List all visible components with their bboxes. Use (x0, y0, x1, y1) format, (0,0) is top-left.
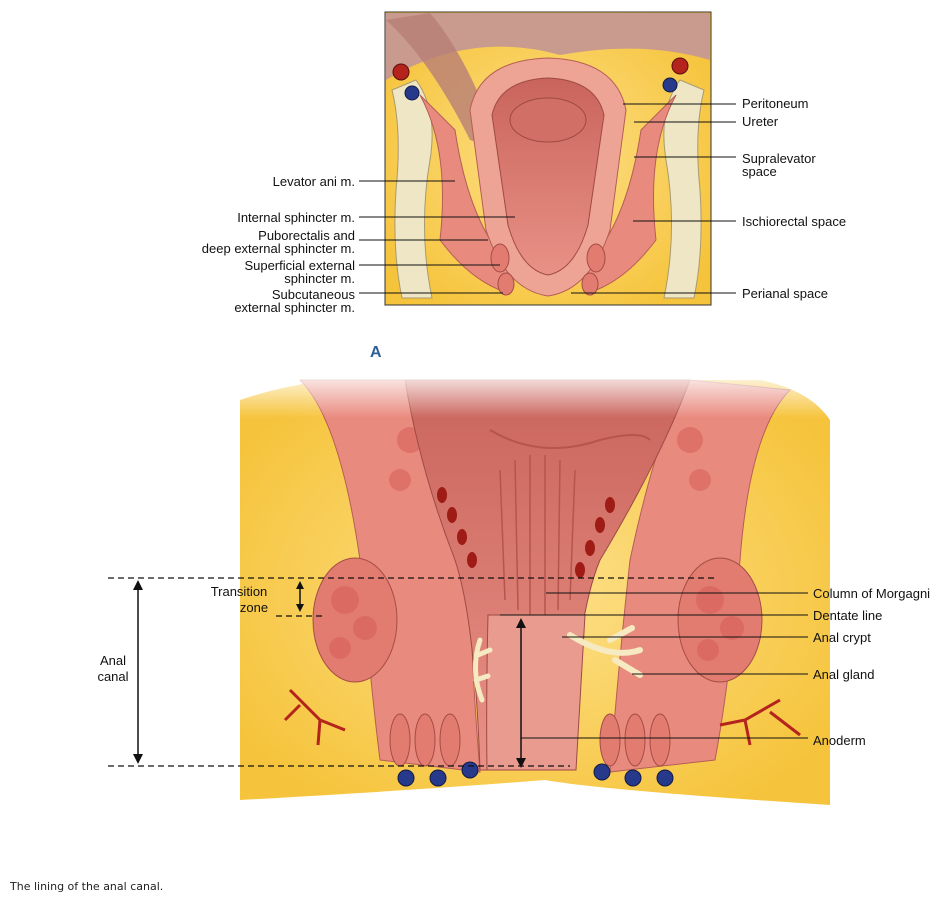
label-anal-canal-line1: Anal (100, 653, 126, 668)
svg-text:Anal: Anal (100, 653, 126, 668)
panel-b-dashed-lines (108, 577, 715, 767)
panel-a-leaders (359, 103, 736, 294)
label-dentate-line: Dentate line (813, 608, 882, 623)
top-fade (230, 368, 840, 418)
svg-text:Perianal space: Perianal space (742, 286, 828, 301)
svg-text:Transition: Transition (211, 584, 268, 599)
panel-a-right-labels: Peritoneum Ureter Supralevator space Isc… (742, 96, 846, 301)
label-transition-zone-line1: Transition (211, 584, 268, 599)
svg-text:Dentate line: Dentate line (813, 608, 882, 623)
label-transition-zone-line2: zone (240, 600, 268, 615)
external-sphincter-left (312, 557, 398, 683)
panel-b-leaders (500, 592, 808, 739)
label-perianal: Perianal space (742, 286, 828, 301)
svg-text:space: space (742, 164, 777, 179)
artery-branch-right (719, 698, 801, 746)
anal-gland-left (473, 637, 493, 703)
svg-text:Anal gland: Anal gland (813, 667, 874, 682)
svg-text:external sphincter m.: external sphincter m. (234, 300, 355, 315)
svg-text:Supralevator: Supralevator (742, 151, 816, 166)
label-anal-crypt: Anal crypt (813, 630, 871, 645)
rectal-fold (489, 429, 651, 449)
label-ureter: Ureter (742, 114, 779, 129)
svg-text:Peritoneum: Peritoneum (742, 96, 808, 111)
label-supralevator-line2: space (742, 164, 777, 179)
svg-text:Internal sphincter m.: Internal sphincter m. (237, 210, 355, 225)
label-levator-ani: Levator ani m. (273, 174, 355, 189)
svg-text:sphincter m.: sphincter m. (284, 271, 355, 286)
peritoneal-fold (386, 13, 710, 80)
svg-text:Superficial external: Superficial external (244, 258, 355, 273)
svg-text:Puborectalis and: Puborectalis and (258, 228, 355, 243)
label-column-of-morgagni: Column of Morgagni (813, 586, 930, 601)
svg-text:Ischiorectal space: Ischiorectal space (742, 214, 846, 229)
label-puborectalis-line2: deep external sphincter m. (202, 241, 355, 256)
label-peritoneum: Peritoneum (742, 96, 808, 111)
subcutaneous-fingers (389, 713, 671, 767)
figure-caption: The lining of the anal canal. (10, 880, 164, 893)
label-subcutaneous-line2: external sphincter m. (234, 300, 355, 315)
label-puborectalis-line1: Puborectalis and (258, 228, 355, 243)
pelvic-bone-right (663, 79, 705, 299)
svg-text:Anoderm: Anoderm (813, 733, 866, 748)
label-anal-canal-line2: canal (97, 669, 128, 684)
rectal-ampulla (509, 97, 587, 143)
label-superficial-ext-line1: Superficial external (244, 258, 355, 273)
label-anoderm: Anoderm (813, 733, 866, 748)
vein-left (404, 85, 420, 101)
svg-text:zone: zone (240, 600, 268, 615)
panel-b-left-labels: Transition zone Anal canal (97, 584, 268, 684)
svg-text:deep external sphincter m.: deep external sphincter m. (202, 241, 355, 256)
artery-right (671, 57, 689, 75)
perianal-veins (397, 761, 674, 787)
svg-text:Ureter: Ureter (742, 114, 779, 129)
anal-gland-right (567, 625, 643, 678)
artery-left (392, 63, 410, 81)
svg-text:Column of Morgagni: Column of Morgagni (813, 586, 930, 601)
label-ischiorectal: Ischiorectal space (742, 214, 846, 229)
label-subcutaneous-line1: Subcutaneous (272, 287, 356, 302)
panel-b-illustration (230, 368, 840, 805)
svg-text:Subcutaneous: Subcutaneous (272, 287, 356, 302)
label-supralevator-line1: Supralevator (742, 151, 816, 166)
panel-a-left-labels: Levator ani m. Internal sphincter m. Pub… (202, 174, 356, 315)
panel-a-illustration (384, 11, 712, 306)
submucosal-vessels (437, 487, 615, 578)
svg-text:Anal crypt: Anal crypt (813, 630, 871, 645)
label-anal-gland: Anal gland (813, 667, 874, 682)
pelvic-bone-left (391, 79, 433, 299)
panel-b-right-labels: Column of Morgagni Dentate line Anal cry… (813, 586, 930, 748)
panel-b-arrows (133, 580, 526, 768)
panel-letter-a: A (370, 344, 382, 361)
svg-text:Levator ani m.: Levator ani m. (273, 174, 355, 189)
label-superficial-ext-line2: sphincter m. (284, 271, 355, 286)
artery-branch-left (283, 688, 346, 746)
vein-right (662, 77, 678, 93)
label-internal-sphincter: Internal sphincter m. (237, 210, 355, 225)
external-sphincter-right (677, 557, 763, 683)
svg-text:canal: canal (97, 669, 128, 684)
anoderm-surface (486, 614, 586, 771)
